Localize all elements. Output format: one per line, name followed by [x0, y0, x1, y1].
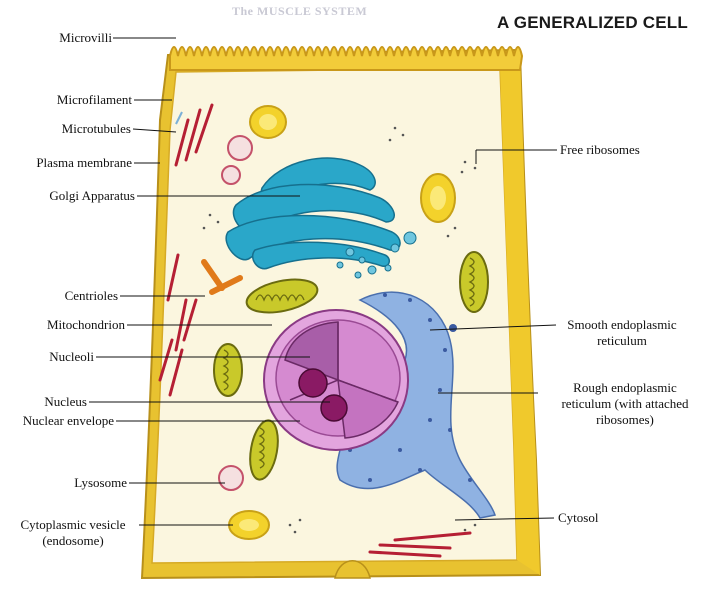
- label-rough-er-line3: ribosomes): [596, 412, 654, 427]
- microfilament: [175, 111, 183, 125]
- label-smooth-er-line1: Smooth endoplasmic: [567, 317, 677, 332]
- label-free-ribosomes: Free ribosomes: [560, 142, 640, 157]
- label-vesicle-line2: (endosome): [42, 533, 104, 548]
- label-cytosol: Cytosol: [558, 510, 599, 525]
- golgi-apparatus: [225, 157, 401, 270]
- nucleolus: [320, 394, 348, 422]
- label-lysosome: Lysosome: [74, 475, 127, 490]
- label-vesicle-line1: Cytoplasmic vesicle: [20, 517, 126, 532]
- label-golgi-apparatus: Golgi Apparatus: [49, 188, 135, 203]
- label-centrioles: Centrioles: [64, 288, 118, 303]
- label-microtubules: Microtubules: [61, 121, 131, 136]
- centrioles: [201, 259, 243, 295]
- diagram-title: A GENERALIZED CELL: [497, 13, 688, 32]
- label-rough-er: Rough endoplasmic reticulum (with attach…: [543, 380, 707, 428]
- lysosome: [218, 465, 244, 491]
- label-microfilament: Microfilament: [56, 92, 132, 107]
- microvilli: [169, 46, 524, 71]
- label-nucleus: Nucleus: [44, 394, 87, 409]
- label-cytoplasmic-vesicle: Cytoplasmic vesicle (endosome): [8, 517, 138, 549]
- nucleus: [263, 309, 409, 451]
- label-plasma-membrane: Plasma membrane: [36, 155, 132, 170]
- label-microvilli: Microvilli: [59, 30, 112, 45]
- leader-lines: [89, 37, 557, 526]
- header-bleed-text: The MUSCLE SYSTEM: [232, 4, 368, 18]
- label-nucleoli: Nucleoli: [49, 349, 94, 364]
- label-smooth-er-line2: reticulum: [597, 333, 647, 348]
- label-nuclear-envelope: Nuclear envelope: [22, 413, 114, 428]
- label-rough-er-line2: reticulum (with attached: [561, 396, 689, 411]
- lysosome-top: [227, 135, 253, 161]
- label-rough-er-line1: Rough endoplasmic: [573, 380, 677, 395]
- nucleolus: [298, 368, 328, 398]
- label-smooth-er: Smooth endoplasmic reticulum: [552, 317, 692, 349]
- microtubules: [158, 103, 472, 558]
- label-mitochondrion: Mitochondrion: [47, 317, 125, 332]
